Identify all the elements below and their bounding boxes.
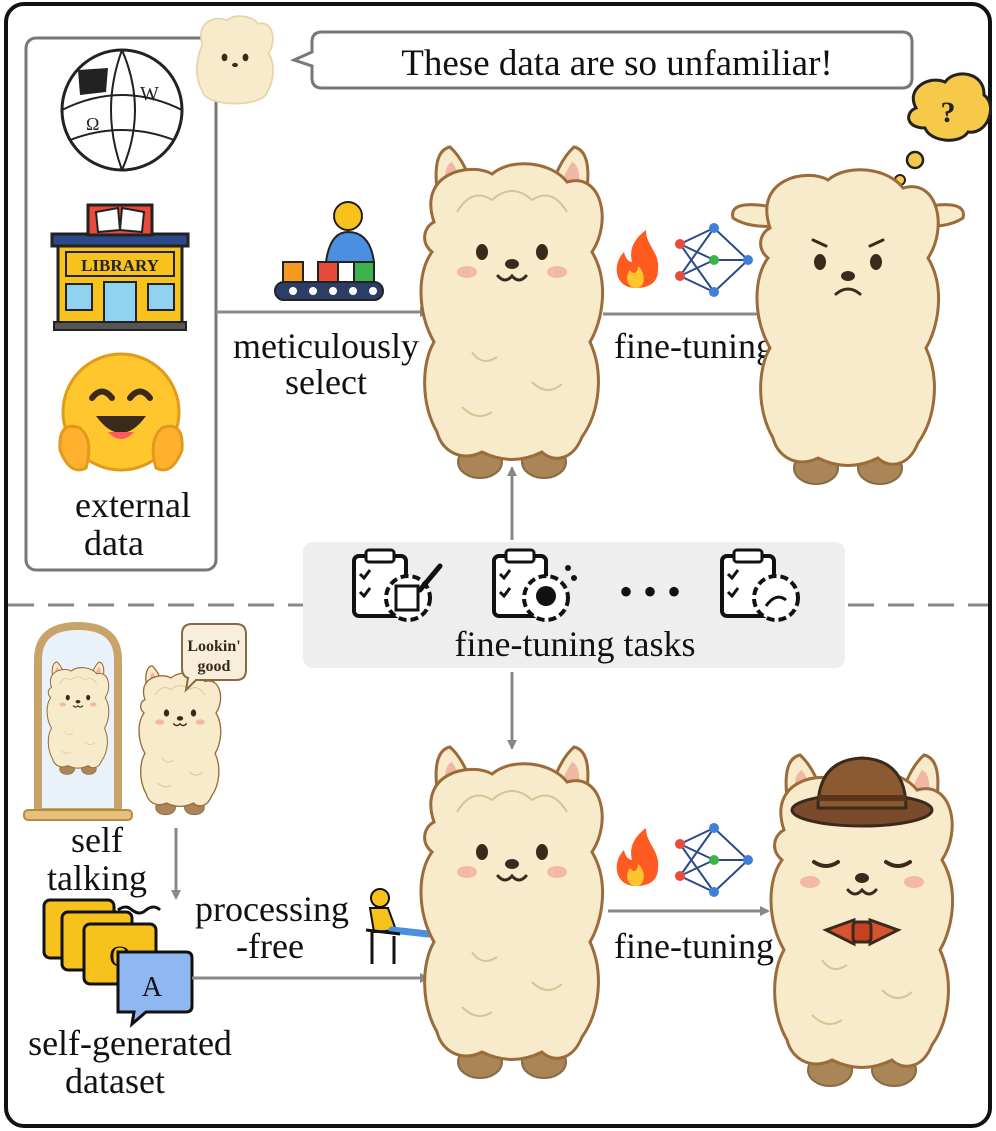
question-mark-text: ?	[941, 96, 956, 129]
qa-chat-bubbles-icon: Q A	[42, 898, 194, 1028]
small-alpaca-head-icon	[196, 15, 274, 105]
select-label-line1: meticulously	[233, 326, 419, 366]
wikipedia-globe-icon: W Ω	[60, 48, 184, 172]
self-talking-label-line2: talking	[47, 858, 147, 898]
svg-text:Ω: Ω	[86, 114, 99, 134]
speech-bubble: These data are so unfamiliar!	[289, 30, 914, 90]
tasks-label: fine-tuning tasks	[455, 624, 696, 664]
task-writing-icon	[352, 548, 443, 622]
svg-text:W: W	[140, 83, 159, 105]
good-text: good	[198, 658, 231, 675]
fine-tuning-tasks-box	[303, 542, 845, 668]
external-data-label-line2: data	[84, 523, 144, 563]
external-data-panel	[24, 36, 218, 572]
alpaca-center-top	[419, 145, 605, 480]
alpaca-dapper	[769, 753, 955, 1088]
self-talking-label-line1: self	[71, 820, 123, 860]
processing-label-line1: processing	[195, 889, 349, 929]
speech-bubble-text: These data are so unfamiliar!	[401, 43, 832, 84]
finetune-top-label: fine-tuning	[614, 326, 774, 366]
neural-network-icon-top	[675, 223, 753, 297]
library-sign-text: LIBRARY	[81, 256, 159, 275]
data-selection-worker-icon	[274, 201, 384, 301]
hugging-face-emoji-icon	[58, 352, 184, 472]
library-building-icon: LIBRARY	[50, 203, 190, 331]
finetune-bottom-label: fine-tuning	[614, 926, 774, 966]
fire-icon-bottom	[616, 828, 659, 886]
processing-label-line2: -free	[236, 926, 304, 966]
lookin-good-bubble: Lookin' good	[181, 623, 247, 693]
lookin-text: Lookin'	[187, 638, 240, 655]
mirror-icon	[23, 621, 133, 821]
external-data-label-line1: external	[75, 485, 191, 525]
neural-network-icon-bottom	[675, 823, 753, 897]
relaxing-person-icon	[365, 888, 432, 964]
dataset-label-line1: self-generated	[28, 1023, 232, 1063]
tasks-ellipsis: • • •	[619, 569, 681, 614]
alpaca-looking-in-mirror	[138, 665, 222, 816]
task-scheduling-icon	[720, 548, 800, 622]
a-letter: A	[142, 972, 163, 1003]
alpaca-center-bottom	[419, 745, 605, 1080]
dataset-label-line2: dataset	[65, 1061, 165, 1101]
fire-icon-top	[616, 230, 659, 288]
alpaca-confused	[731, 168, 965, 485]
select-label-line2: select	[285, 362, 367, 402]
task-reasoning-icon	[492, 548, 577, 622]
